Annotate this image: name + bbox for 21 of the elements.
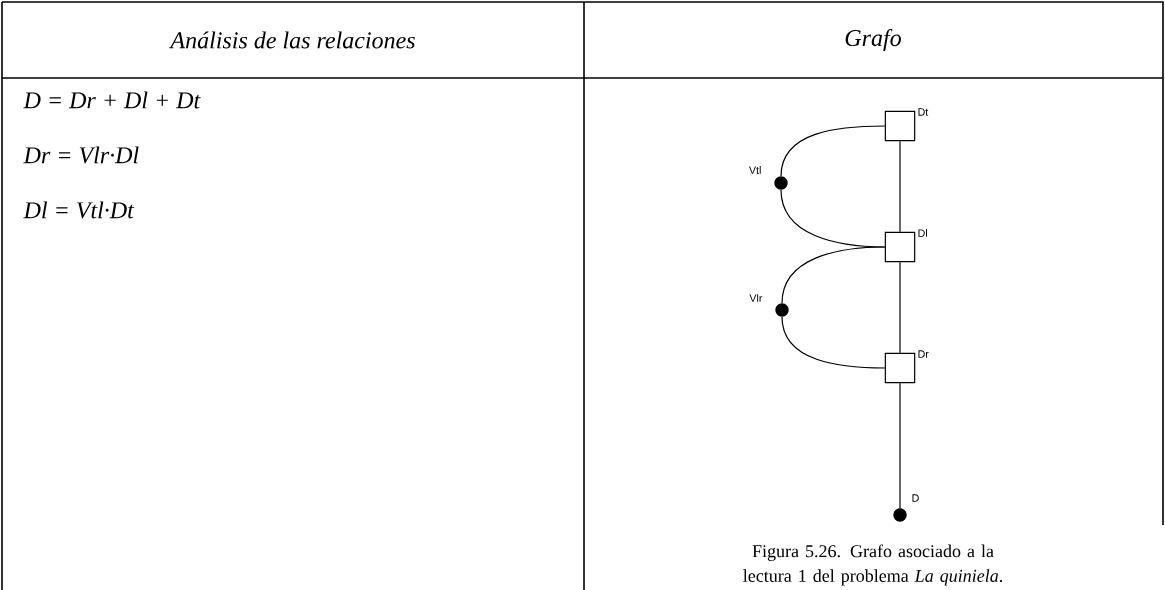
edge-line — [899, 261, 901, 354]
node-label: Dr — [918, 350, 929, 358]
figure-caption: Figura 5.26. Grafo asociado a la lectura 1 del problema La quiniela. — [743, 544, 1002, 586]
edge-line — [781, 246, 886, 304]
equation: Dl = Vtl·Dt — [23, 201, 135, 219]
edge-line — [899, 140, 901, 233]
edge-line — [899, 382, 901, 509]
node-label: Vlr — [749, 294, 763, 302]
node-label: Dl — [918, 229, 927, 237]
square-node — [884, 352, 916, 384]
square-node — [884, 231, 916, 263]
node-label: Dt — [918, 108, 929, 116]
equation: Dr = Vlr·Dl — [23, 146, 139, 164]
edge-line — [780, 125, 886, 177]
node-label: Vtl — [749, 166, 761, 174]
square-node — [884, 110, 916, 142]
node-label: D — [912, 494, 919, 502]
column-header: Análisis de las relaciones — [169, 31, 415, 49]
edge-line — [781, 316, 886, 369]
equation: D = Dr + Dl + Dt — [23, 91, 201, 109]
column-header: Grafo — [845, 29, 901, 51]
